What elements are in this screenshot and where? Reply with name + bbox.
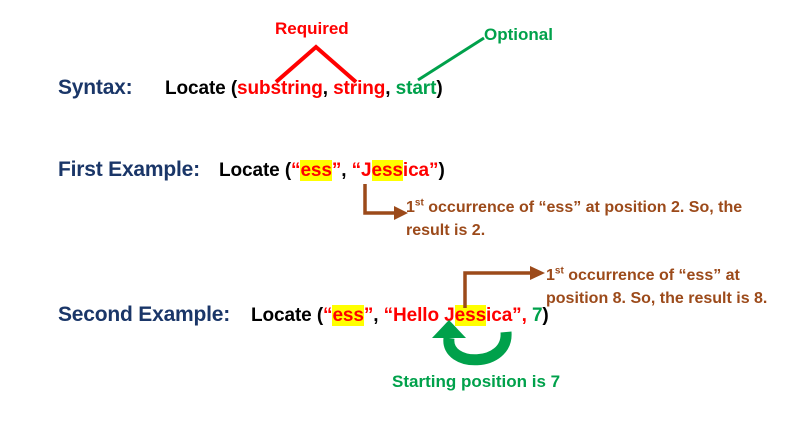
second-example-function-name: Locate ( [251, 305, 324, 326]
syntax-code-line: Locate (substring, string, start) [165, 78, 443, 100]
second-example-quote-open-2: “ [383, 305, 394, 326]
first-example-elbow-arrow [358, 182, 412, 224]
syntax-label: Syntax: [58, 76, 133, 99]
second-example-quote-close-2: ” [512, 305, 522, 326]
first-example-arg2-prefix: J [361, 160, 372, 181]
first-example-note-text: occurrence of “ess” at position 2. So, t… [406, 199, 743, 240]
second-example-note-ordinal-suffix: st [554, 265, 564, 277]
syntax-separator-1: , [322, 78, 334, 99]
syntax-arg-start: start [395, 78, 437, 99]
first-example-arg1-highlight: ess [300, 160, 332, 181]
callout-required-label: Required [275, 19, 349, 38]
second-example-label: Second Example: [58, 303, 231, 326]
second-example-quote-close-1: ” [363, 305, 374, 326]
second-example-arg2-highlight: ess [454, 305, 487, 326]
first-example-quote-close-2: ” [429, 160, 439, 181]
first-example-note-ordinal: 1 [406, 199, 415, 216]
second-example-separator-2: , [521, 305, 532, 326]
syntax-close-paren: ) [436, 78, 443, 99]
second-example-elbow-arrow [458, 266, 550, 310]
first-example-quote-close-1: ” [331, 160, 342, 181]
first-example-note: 1st occurrence of “ess” at position 2. S… [406, 196, 746, 242]
second-example-separator-1: , [373, 305, 384, 326]
syntax-function-name: Locate ( [165, 78, 238, 99]
second-example-close-paren: ) [542, 305, 549, 326]
second-example-quote-open-1: “ [323, 305, 333, 326]
second-example-arg-start: 7 [531, 305, 543, 326]
second-example-code-line: Locate (“ess”, “Hello Jessica”, 7) [251, 305, 549, 327]
starting-position-label: Starting position is 7 [392, 372, 561, 391]
second-example-arg1-highlight: ess [332, 305, 364, 326]
second-example-arg2-prefix: Hello J [393, 305, 455, 326]
second-example-note: 1st occurrence of “ess” at position 8. S… [546, 264, 802, 310]
second-example-arg2-suffix: ica [486, 305, 513, 326]
second-example-note-text: occurrence of “ess” at position 8. So, t… [546, 267, 768, 308]
syntax-arg-string: string [333, 78, 386, 99]
first-example-separator: , [341, 160, 352, 181]
optional-pointer-line [414, 34, 492, 84]
first-example-code-line: Locate (“ess”, “Jessica”) [219, 160, 445, 182]
starting-position-curved-arrow [418, 318, 536, 380]
callout-optional-label: Optional [484, 25, 553, 44]
first-example-note-ordinal-suffix: st [414, 197, 424, 209]
required-chevron-arrow [270, 42, 366, 84]
syntax-arg-substring: substring [237, 78, 323, 99]
first-example-arg2-suffix: ica [402, 160, 430, 181]
first-example-label: First Example: [58, 158, 200, 181]
first-example-quote-open-1: “ [291, 160, 301, 181]
second-example-note-ordinal: 1 [546, 267, 555, 284]
first-example-close-paren: ) [438, 160, 445, 181]
first-example-function-name: Locate ( [219, 160, 292, 181]
first-example-arg2-highlight: ess [371, 160, 403, 181]
syntax-separator-2: , [385, 78, 396, 99]
first-example-quote-open-2: “ [351, 160, 362, 181]
